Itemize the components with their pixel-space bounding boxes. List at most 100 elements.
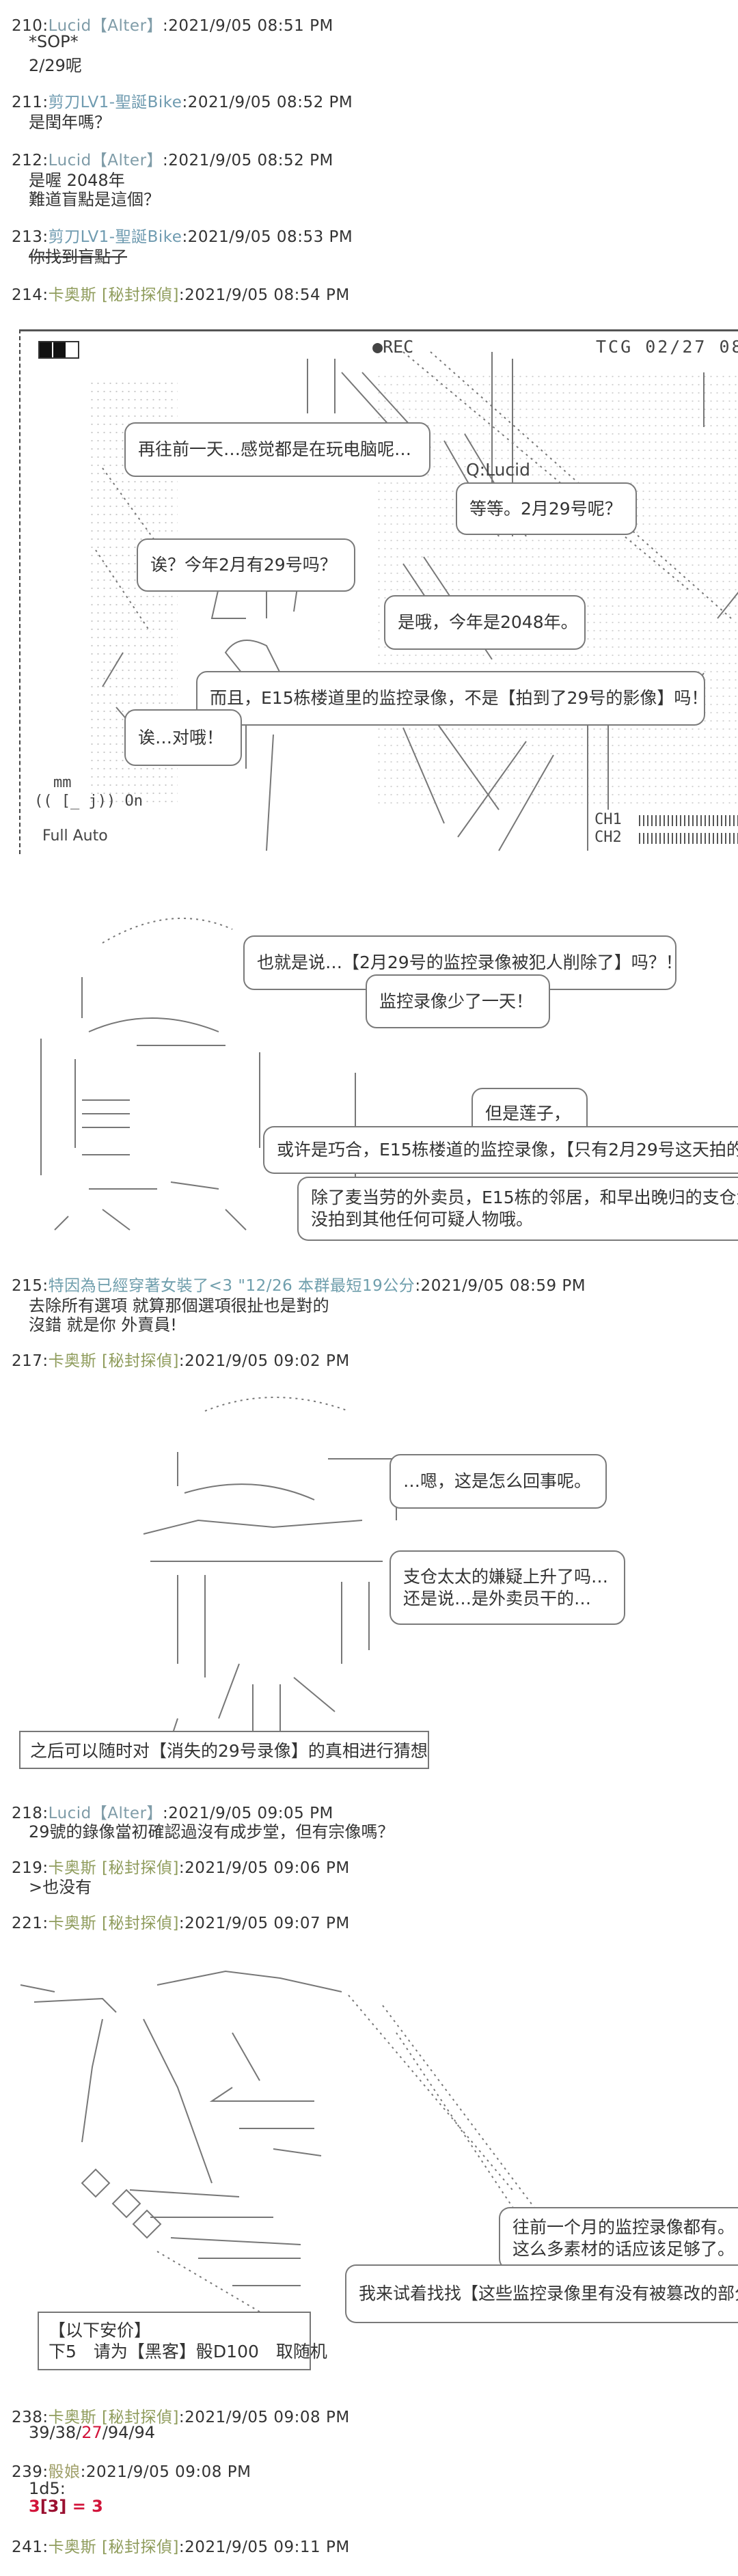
post-header-212: 212:Lucid【Alter】:2021/9/05 08:52 PM [12,147,333,170]
post-time: :2021/9/05 08:52 PM [182,94,353,111]
post-time: :2021/9/05 08:59 PM [415,1277,586,1295]
post-number: 241: [12,2538,49,2556]
post-line: 29號的錄像當初確認過沒有成步堂，但有宗像嗎？ [29,1822,394,1841]
dice-result: 3[3] = 3 [29,2497,103,2516]
roll-text: /94/94 [102,2423,156,2442]
dice-expression: 1d5: [29,2479,66,2498]
cctv-timestamp: TCG 02/27 08 [596,337,738,357]
speech-bubble: 而且，E15栋楼道里的监控录像，不是【拍到了29号的影像】吗！ [196,671,705,726]
poster-name[interactable]: 卡奥斯 [秘封探偵] [48,1352,179,1370]
bubble-text: 我来试着找找【这些监控录像里有没有被篡改的部分 [359,2284,738,2303]
poster-name[interactable]: 特因為已經穿著女裝了<3 "12/26 本群最短19公分 [48,1277,415,1295]
bubble-text: 还是说…是外卖员干的… [403,1588,592,1608]
rec-dot-icon: ● [372,337,383,357]
roll-text: 39/38/ [29,2423,82,2442]
speech-bubble: 支仓太太的嫌疑上升了吗…还是说…是外卖员干的… [390,1550,625,1625]
bubble-text: 支仓太太的嫌疑上升了吗… [403,1566,609,1587]
speech-bubble: 除了麦当劳的外卖员，E15栋的邻居，和早出晚归的支仓太没拍到其他任何可疑人物哦。 [297,1177,738,1241]
bubble-text: 没拍到其他任何可疑人物哦。 [311,1209,534,1229]
poster-name[interactable]: Lucid【Alter】 [48,17,163,35]
post-line: 難道盲點是這個？ [29,190,160,209]
post-header-221: 221:卡奥斯 [秘封探偵]:2021/9/05 09:07 PM [12,1910,350,1933]
camera-status: (( [_ j)) On [34,793,143,810]
ch1-label: CH1 [594,811,622,828]
post-line: 2/29呢 [29,56,82,75]
post-time: :2021/9/05 08:54 PM [178,286,350,304]
post-number: 239: [12,2463,49,2481]
ch2-level-bar [639,833,738,844]
poster-name[interactable]: Lucid【Alter】 [48,1805,163,1822]
post-number: 219: [12,1859,49,1877]
speech-bubble: 往前一个月的监控录像都有。这么多素材的话应该足够了。 [499,2207,738,2270]
post-line: 是喔 2048年 [29,171,125,190]
poster-name[interactable]: 剪刀LV1-聖誕Bike [48,228,182,246]
note-text: 下5 请为【黑客】骰D100 取随机 [49,2342,327,2361]
bubble-text: 是哦，今年是2048年。 [398,612,578,632]
roll-results: 39/38/27/94/94 [29,2423,155,2442]
dice-sum: = 3 [66,2497,103,2516]
ch1-level-bar [639,815,738,826]
post-header-239: 239:骰娘:2021/9/05 09:08 PM [12,2458,251,2482]
note-text: 之后可以随时对【消失的29号录像】的真相进行猜想 [30,1741,428,1761]
bubble-text: 诶…对哦！ [138,727,224,748]
speech-bubble: 也就是说…【2月29号的监控录像被犯人削除了】吗？！ [243,935,676,990]
post-number: 238: [12,2409,49,2426]
poster-name[interactable]: 卡奥斯 [秘封探偵] [48,2409,179,2426]
bubble-text: …嗯，这是怎么回事呢。 [403,1471,592,1491]
poster-name[interactable]: 卡奥斯 [秘封探偵] [48,1915,179,1932]
poster-name[interactable]: 卡奥斯 [秘封探偵] [48,1859,179,1877]
poster-name[interactable]: 骰娘 [48,2463,81,2481]
post-header-211: 211:剪刀LV1-聖誕Bike:2021/9/05 08:52 PM [12,89,353,112]
post-number: 215: [12,1277,49,1295]
post-line-strikethrough: 你找到盲點了 [29,247,127,266]
speech-bubble: 等等。2月29号呢？ [456,482,637,535]
speech-bubble: …嗯，这是怎么回事呢。 [390,1454,607,1509]
rec-label: REC [383,337,414,357]
post-header-210: 210:Lucid【Alter】:2021/9/05 08:51 PM [12,12,333,36]
speech-bubble: 或许是巧合，E15栋楼道的监控录像，【只有2月29号这天拍的 [263,1126,738,1174]
speech-bubble: 监控录像少了一天！ [366,974,550,1028]
post-number: 212: [12,152,49,169]
anka-note-box: 【以下安价】下5 请为【黑客】骰D100 取随机 [38,2312,327,2370]
camera-mm-label: mm [53,774,72,791]
speech-bubble: 诶…对哦！ [124,709,242,766]
speech-bubble: 是哦，今年是2048年。 [384,595,586,650]
poster-name[interactable]: 卡奥斯 [秘封探偵] [48,2538,179,2556]
ascii-art-character [40,918,356,1231]
poster-name[interactable]: 卡奥斯 [秘封探偵] [48,286,179,304]
bubble-text: 也就是说…【2月29号的监控录像被犯人削除了】吗？！ [257,953,676,972]
bubble-text: 往前一个月的监控录像都有。 [512,2217,735,2237]
dotted-shading [376,372,738,810]
post-number: 217: [12,1352,49,1370]
poster-name[interactable]: Lucid【Alter】 [48,152,163,169]
post-header-238: 238:卡奥斯 [秘封探偵]:2021/9/05 09:08 PM [12,2404,350,2427]
post-header-214: 214:卡奥斯 [秘封探偵]:2021/9/05 08:54 PM [12,282,350,305]
post-time: :2021/9/05 09:08 PM [178,2409,350,2426]
post-number: 210: [12,17,49,35]
post-time: :2021/9/05 09:08 PM [80,2463,251,2481]
dice-breakdown: [3] [40,2497,67,2516]
ascii-art-character [143,1397,397,1766]
post-time: :2021/9/05 09:05 PM [163,1805,333,1822]
post-time: :2021/9/05 08:51 PM [163,17,333,35]
note-text: 【以下安价】 [49,2320,152,2340]
rec-indicator: ●REC [372,337,413,357]
poster-name[interactable]: 剪刀LV1-聖誕Bike [48,94,182,111]
battery-icon [38,341,79,359]
bubble-text: 这么多素材的话应该足够了。 [512,2239,735,2259]
bubble-text: 等等。2月29号呢？ [469,498,622,519]
bubble-text: 监控录像少了一天！ [379,991,534,1011]
speech-bubble: 诶？今年2月有29号吗？ [137,538,355,592]
bubble-text: 或许是巧合，E15栋楼道的监控录像，【只有2月29号这天拍的 [277,1140,738,1160]
post-number: 211: [12,94,49,111]
post-number: 214: [12,286,49,304]
speech-bubble: 我来试着找找【这些监控录像里有没有被篡改的部分 [345,2264,738,2323]
post-header-213: 213:剪刀LV1-聖誕Bike:2021/9/05 08:53 PM [12,223,353,247]
ascii-art-character [20,1970,568,2320]
post-header-241: 241:卡奥斯 [秘封探偵]:2021/9/05 09:11 PM [12,2534,350,2557]
bubble-text: 而且，E15栋楼道里的监控录像，不是【拍到了29号的影像】吗！ [210,688,705,708]
post-header-217: 217:卡奥斯 [秘封探偵]:2021/9/05 09:02 PM [12,1347,350,1371]
post-time: :2021/9/05 09:02 PM [178,1352,350,1370]
post-line-quote: >也没有 [29,1878,92,1897]
bubble-text: 但是莲子， [485,1104,571,1123]
